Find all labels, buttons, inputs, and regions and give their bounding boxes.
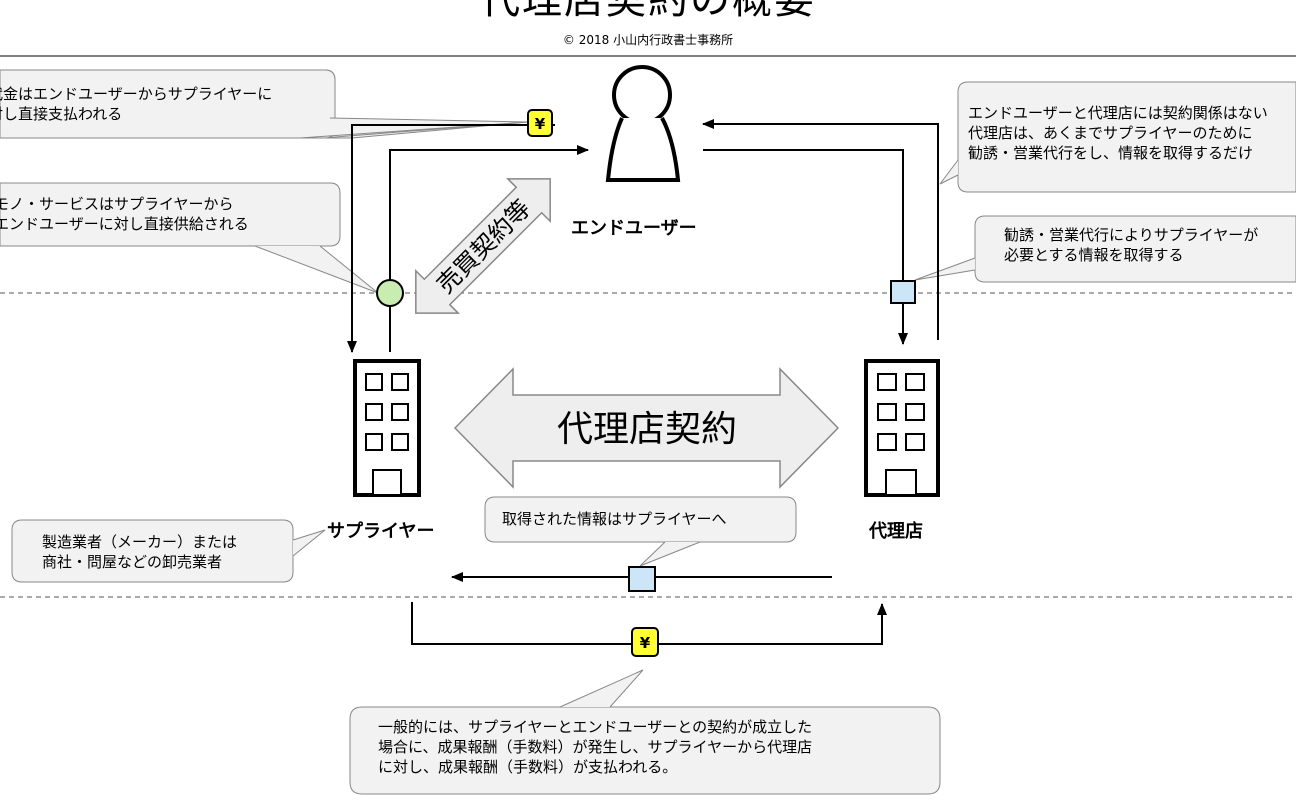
- info-acquire-line: [703, 149, 908, 345]
- sales-contract-arrow: 売買契約等: [415, 178, 551, 314]
- end-user-icon: [605, 65, 681, 182]
- callout-no-contract-text: エンドユーザーと代理店には契約関係はない 代理店は、あくまでサプライヤーのために…: [968, 104, 1268, 162]
- agency-to-user-line: [702, 119, 939, 340]
- payment-flow-line: [347, 124, 555, 353]
- supplier-building-icon: [353, 359, 421, 497]
- copyright-notice: © 2018 小山内行政書士事務所: [562, 33, 734, 47]
- info-square-marker-upper: [890, 280, 916, 304]
- agency-label: 代理店: [869, 521, 923, 542]
- callout-info-acquire-text: 勧誘・営業代行によりサプライヤーが 必要とする情報を取得する: [1004, 226, 1259, 264]
- callout-goods-text: モノ・サービスはサプライヤーから エンドユーザーに対し直接供給される: [0, 195, 249, 233]
- agency-contract-label: 代理店契約: [557, 409, 737, 450]
- callout-payment: [0, 69, 529, 139]
- agency-contract-arrow: [453, 367, 840, 489]
- sales-contract-label: 売買契約等: [431, 194, 536, 299]
- yen-badge-commission: ¥: [631, 627, 659, 657]
- callout-info-acquire: [914, 215, 1296, 283]
- callout-no-contract: [939, 81, 1296, 193]
- callout-commission: [349, 669, 941, 795]
- yen-symbol: ¥: [640, 634, 651, 652]
- end-user-label: エンドユーザー: [571, 218, 697, 239]
- goods-circle-marker: [376, 279, 404, 307]
- info-square-marker-lower: [628, 566, 656, 592]
- callout-info-to-supplier: [484, 496, 797, 567]
- callout-payment-text: 代金はエンドユーザーからサプライヤーに 対し直接支払われる: [0, 85, 273, 123]
- callout-commission-text: 一般的には、サプライヤーとエンドユーザーとの契約が成立した 場合に、成果報酬（手…: [378, 718, 813, 776]
- page-title: 代理店契約の概要: [480, 0, 816, 23]
- supplier-label: サプライヤー: [327, 521, 435, 542]
- yen-symbol: ¥: [535, 115, 546, 133]
- callout-supplier-desc: [11, 519, 326, 583]
- yen-badge-payment: ¥: [527, 109, 553, 137]
- callout-info-to-supplier-text: 取得された情報はサプライヤーへ: [502, 510, 727, 528]
- agency-building-icon: [864, 359, 940, 497]
- callout-supplier-desc-text: 製造業者（メーカー）または 商社・問屋などの卸売業者: [42, 533, 238, 571]
